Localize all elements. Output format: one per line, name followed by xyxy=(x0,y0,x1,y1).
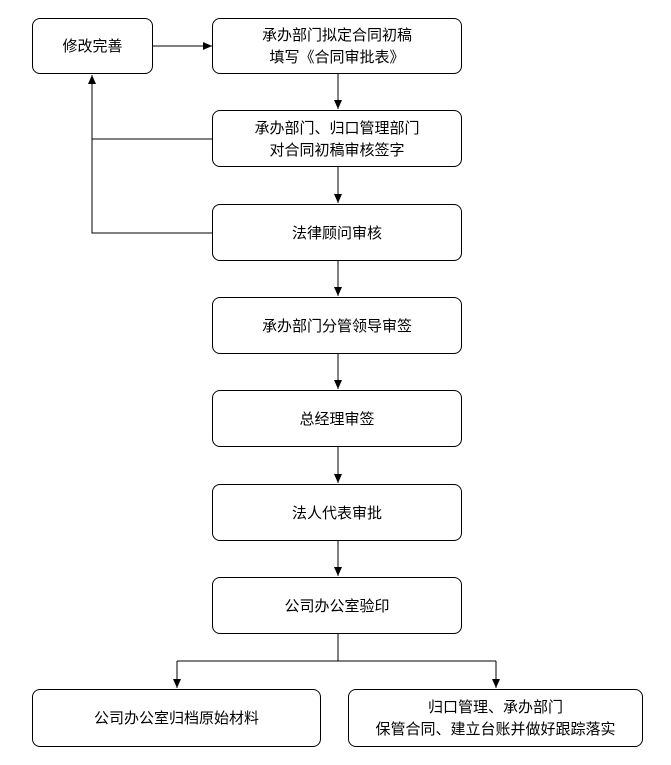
node-archive: 公司办公室归档原始材料 xyxy=(32,689,321,747)
node-custody-line-1: 归口管理、承办部门 xyxy=(427,698,563,716)
node-draft: 承办部门拟定合同初稿 填写《合同审批表》 xyxy=(212,18,462,74)
node-legal-label: 法律顾问审核 xyxy=(291,223,382,242)
node-legal-rep: 法人代表审批 xyxy=(212,484,462,541)
node-gm: 总经理审签 xyxy=(212,390,462,447)
node-draft-line-1: 承办部门拟定合同初稿 xyxy=(261,26,412,44)
node-seal-label: 公司办公室验印 xyxy=(284,596,390,615)
node-legal: 法律顾问审核 xyxy=(212,204,462,261)
node-custody-line-2: 保管合同、建立台账并做好跟踪落实 xyxy=(375,720,616,738)
node-dept-leader-label: 承办部门分管领导审签 xyxy=(261,316,412,335)
node-archive-label: 公司办公室归档原始材料 xyxy=(93,709,259,727)
node-review-line-2: 对合同初稿审核签字 xyxy=(269,140,405,159)
node-legal-rep-label: 法人代表审批 xyxy=(291,503,382,522)
node-review-line-1: 承办部门、归口管理部门 xyxy=(254,118,420,137)
node-revise-label: 修改完善 xyxy=(62,37,123,55)
node-gm-label: 总经理审签 xyxy=(299,409,375,428)
node-seal: 公司办公室验印 xyxy=(212,577,462,634)
node-dept-leader: 承办部门分管领导审签 xyxy=(212,297,462,354)
feedback-review-to-revise xyxy=(91,138,212,234)
node-review: 承办部门、归口管理部门 对合同初稿审核签字 xyxy=(212,110,462,167)
node-draft-line-2: 填写《合同审批表》 xyxy=(269,48,405,66)
node-revise: 修改完善 xyxy=(32,18,153,74)
node-custody: 归口管理、承办部门 保管合同、建立台账并做好跟踪落实 xyxy=(348,689,643,747)
